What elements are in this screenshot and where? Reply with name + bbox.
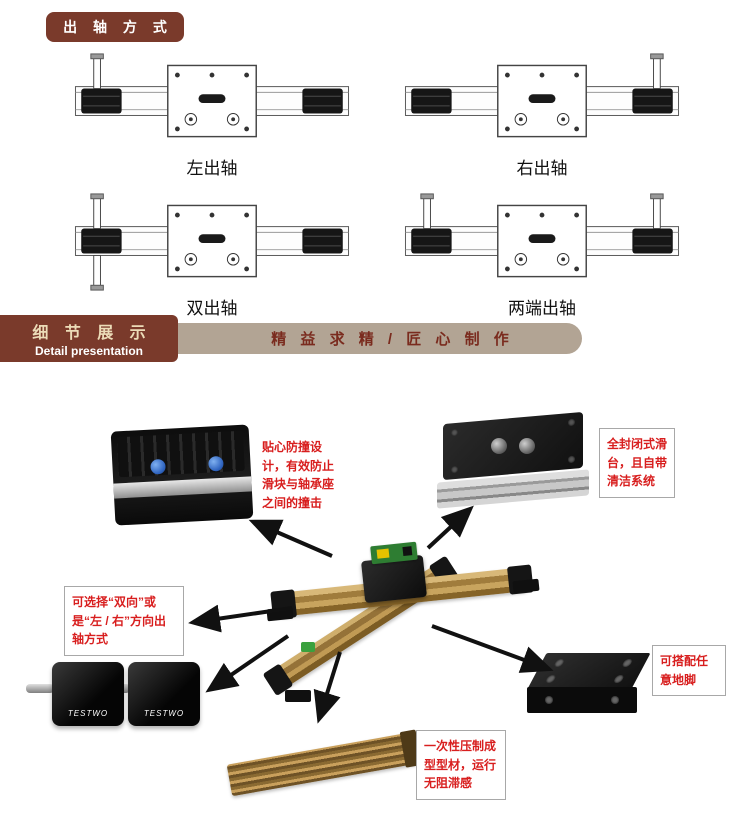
screw-hole (568, 418, 575, 427)
diagram-right-output: 右出轴 (392, 52, 692, 182)
aluminum-profile-bar (226, 729, 422, 797)
bearing-block: TESTWO (128, 662, 200, 726)
diagram-label-left-output: 左出轴 (186, 159, 238, 178)
bracket-top-face (527, 653, 651, 689)
bearing-bolt (519, 438, 535, 454)
detail-presentation-block: 细 节 展 示 Detail presentation (0, 315, 178, 362)
guide-rail-strip (113, 476, 252, 499)
bracket-hole (612, 675, 625, 683)
callout-feet: 可搭配任意地脚 (652, 645, 726, 697)
detail-title-en: Detail presentation (34, 344, 144, 358)
detail-title-cn: 细 节 展 示 (32, 325, 152, 342)
double-output-diagram-drawing (74, 193, 350, 291)
left-output-diagram-drawing (74, 53, 350, 138)
diagram-left-output: 左出轴 (62, 52, 362, 182)
rail-ribs (116, 430, 245, 478)
pcb-chip (402, 546, 413, 557)
diagram-both-ends-output: 两端出轴 (392, 192, 692, 322)
screw-hole (451, 465, 458, 474)
photo-mounting-bracket (523, 645, 651, 725)
pcb-chip (376, 548, 390, 559)
output-mode-badge: 出 轴 方 式 (46, 12, 184, 42)
bracket-hole (545, 696, 553, 704)
bearing-block: TESTWO (52, 662, 124, 726)
screw-hole (451, 428, 458, 437)
diagram-label-double-output: 双出轴 (186, 299, 238, 318)
photo-enclosed-slide-table (437, 410, 592, 510)
output-shaft (26, 684, 54, 693)
callout-profile: 一次性压制成型型材，运行无阻滞感 (416, 730, 506, 800)
diagram-double-output: 双出轴 (62, 192, 362, 322)
brand-logo-text: TESTWO (67, 709, 109, 718)
mounting-foot (285, 690, 311, 702)
photo-anti-collision-closeup (110, 424, 254, 526)
bracket-hole (621, 659, 634, 667)
mounting-foot (266, 606, 294, 622)
callout-anti-collision: 贴心防撞设计，有效防止滑块与轴承座之间的撞击 (262, 440, 335, 510)
bearing-bolt (491, 438, 507, 454)
photo-dual-shaft-blocks: TESTWO TESTWO (26, 652, 200, 744)
bracket-hole (611, 696, 619, 704)
both-ends-output-diagram-drawing (404, 193, 680, 278)
mounting-foot (512, 578, 540, 594)
slide-table-plate (443, 411, 583, 481)
bracket-hole (553, 659, 566, 667)
brand-logo-text: TESTWO (143, 709, 185, 718)
diagram-label-right-output: 右出轴 (516, 159, 568, 178)
diagram-label-both-ends-output: 两端出轴 (508, 299, 576, 318)
screw-hole (568, 455, 575, 464)
callout-enclosed-slide: 全封闭式滑台，且自带清洁系统 (599, 428, 675, 498)
output-mode-badge-label: 出 轴 方 式 (63, 19, 173, 35)
connector-block (301, 642, 315, 652)
right-output-diagram-drawing (404, 53, 680, 138)
bracket-front-face (527, 687, 637, 713)
callout-direction-choice: 可选择“双向”或是“左 / 右”方向出轴方式 (64, 586, 184, 656)
photo-extruded-profile (226, 724, 422, 800)
slogan-text: 精 益 求 精 / 匠 心 制 作 (271, 331, 514, 348)
bracket-hole (544, 675, 557, 683)
photo-xy-gantry-module (255, 522, 555, 717)
